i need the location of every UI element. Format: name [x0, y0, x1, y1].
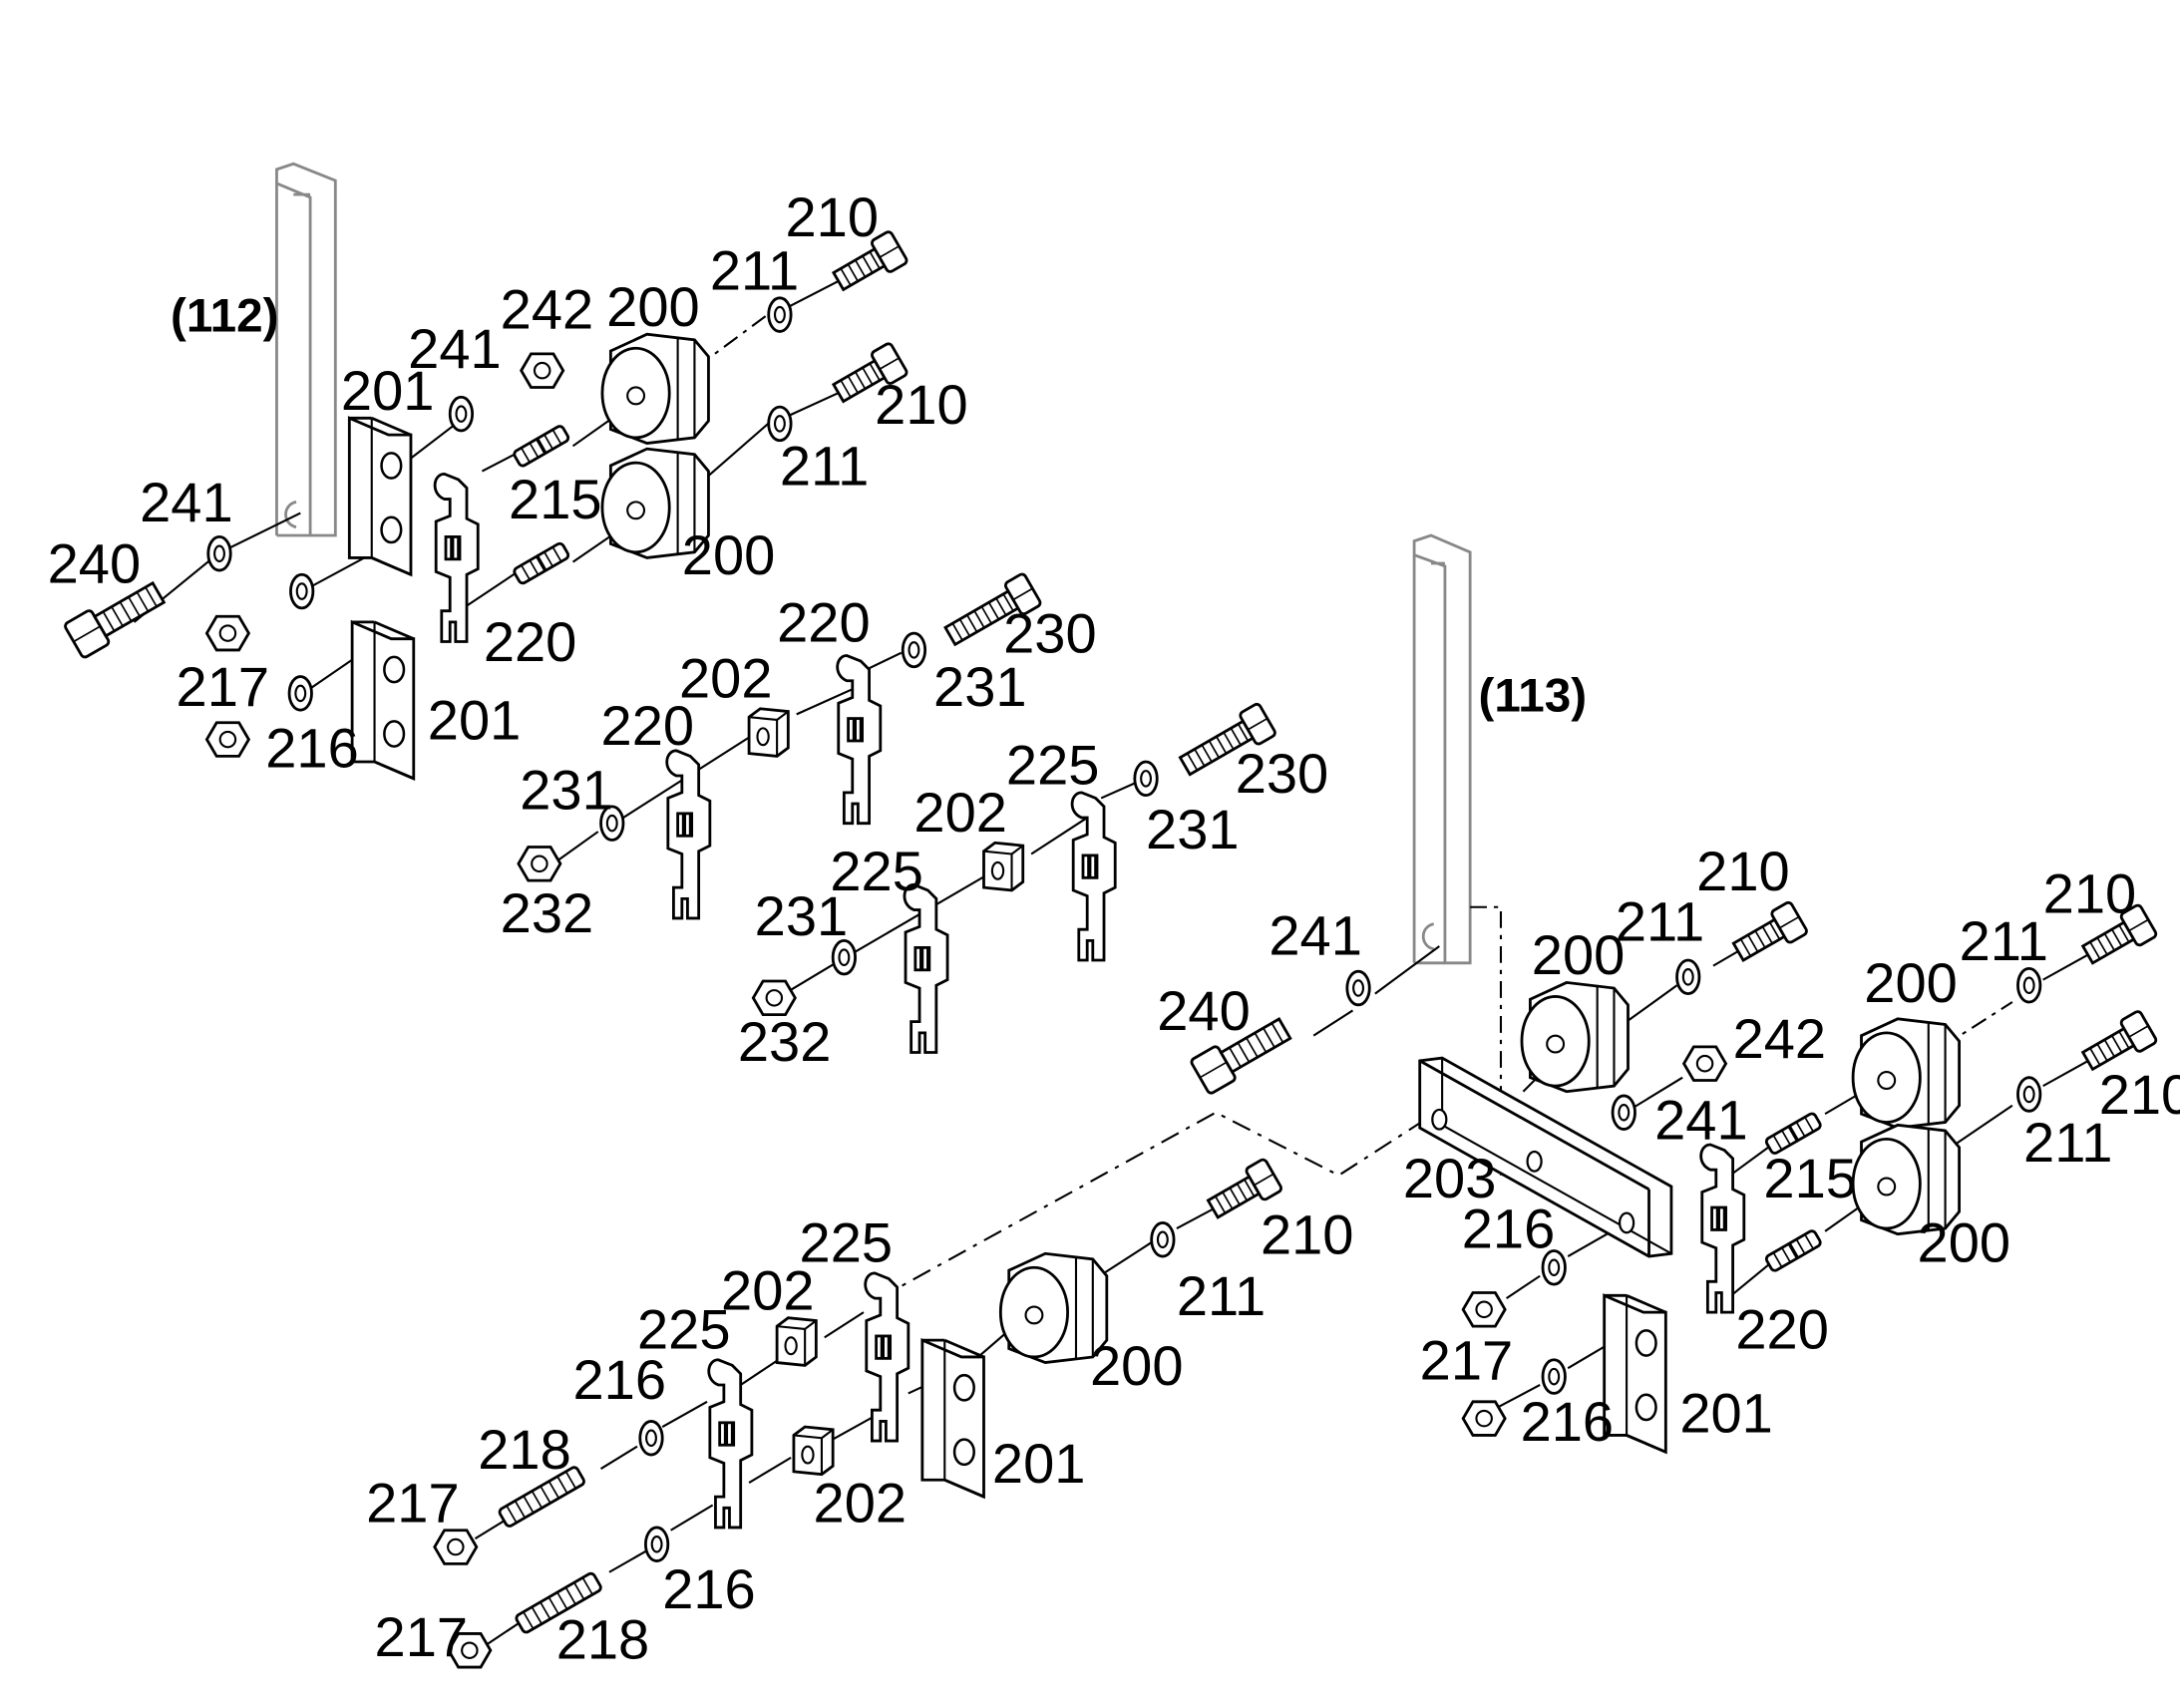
callout-202: 202: [913, 781, 1007, 844]
callout-215: 215: [509, 468, 602, 530]
callout-218: 218: [478, 1418, 571, 1481]
callout-labels: 210 211 242 200 241 201 210 211 215 241 …: [48, 185, 2180, 1671]
callout-220: 220: [1735, 1298, 1829, 1361]
callout-200: 200: [606, 275, 700, 338]
assembly-label-112: (112): [171, 289, 279, 342]
callout-220: 220: [601, 694, 695, 757]
callout-217: 217: [1420, 1328, 1514, 1391]
callout-231: 231: [755, 884, 849, 947]
callout-201: 201: [992, 1432, 1086, 1495]
assembly-label-113: (113): [1479, 670, 1588, 723]
callout-231: 231: [520, 759, 613, 822]
busbar-203: [1418, 1056, 1673, 1258]
callout-217: 217: [177, 655, 270, 718]
callout-200: 200: [1918, 1211, 2011, 1274]
callout-231: 231: [1146, 798, 1240, 860]
callout-225: 225: [830, 840, 923, 902]
callout-211: 211: [1177, 1264, 1266, 1327]
callout-240: 240: [1157, 979, 1251, 1042]
callout-210: 210: [2099, 1063, 2180, 1126]
callout-202: 202: [721, 1258, 815, 1321]
callout-203: 203: [1403, 1147, 1497, 1209]
parts-right: [1189, 899, 2159, 1454]
callout-241: 241: [140, 471, 233, 533]
callout-242: 242: [501, 278, 594, 341]
callout-230: 230: [1003, 602, 1097, 665]
callout-200: 200: [1532, 923, 1626, 986]
callout-217: 217: [366, 1471, 460, 1534]
callout-216: 216: [1462, 1197, 1556, 1260]
bracket-113: [1412, 533, 1472, 965]
callout-211: 211: [710, 238, 799, 301]
callout-240: 240: [48, 532, 142, 595]
callout-210: 210: [875, 373, 968, 436]
callout-202: 202: [679, 647, 773, 710]
callout-242: 242: [1733, 1007, 1827, 1070]
callout-211: 211: [1616, 889, 1704, 952]
callout-211: 211: [2023, 1111, 2112, 1174]
callout-200: 200: [682, 523, 776, 586]
callout-201: 201: [1679, 1382, 1773, 1445]
callout-200: 200: [1864, 951, 1958, 1014]
callout-210: 210: [1696, 840, 1790, 902]
callout-216: 216: [1521, 1390, 1615, 1453]
callout-225: 225: [637, 1298, 731, 1361]
callout-225: 225: [1006, 733, 1100, 796]
callout-216: 216: [662, 1557, 756, 1620]
callout-217: 217: [375, 1605, 469, 1668]
callout-220: 220: [777, 591, 871, 654]
callout-201: 201: [341, 359, 435, 422]
callout-218: 218: [556, 1608, 650, 1671]
callout-202: 202: [814, 1471, 908, 1534]
callout-216: 216: [265, 717, 359, 780]
assembly-labels: (112) (113): [171, 289, 1587, 722]
callout-232: 232: [501, 881, 594, 944]
callout-241: 241: [1269, 903, 1362, 966]
callout-210: 210: [1261, 1202, 1354, 1265]
callout-200: 200: [1090, 1334, 1184, 1397]
callout-225: 225: [800, 1211, 894, 1274]
bracket-112: [275, 162, 337, 537]
callout-241: 241: [1654, 1088, 1748, 1151]
callout-201: 201: [428, 689, 522, 752]
callout-210: 210: [2043, 861, 2137, 924]
callout-215: 215: [1763, 1147, 1857, 1209]
callout-211: 211: [780, 435, 869, 498]
callout-216: 216: [573, 1348, 667, 1411]
callout-220: 220: [484, 610, 577, 673]
callout-231: 231: [933, 655, 1027, 718]
callout-210: 210: [786, 185, 880, 248]
callout-230: 230: [1236, 742, 1329, 805]
callout-232: 232: [738, 1010, 832, 1073]
callout-211: 211: [1960, 909, 2048, 972]
callout-241: 241: [408, 317, 502, 380]
